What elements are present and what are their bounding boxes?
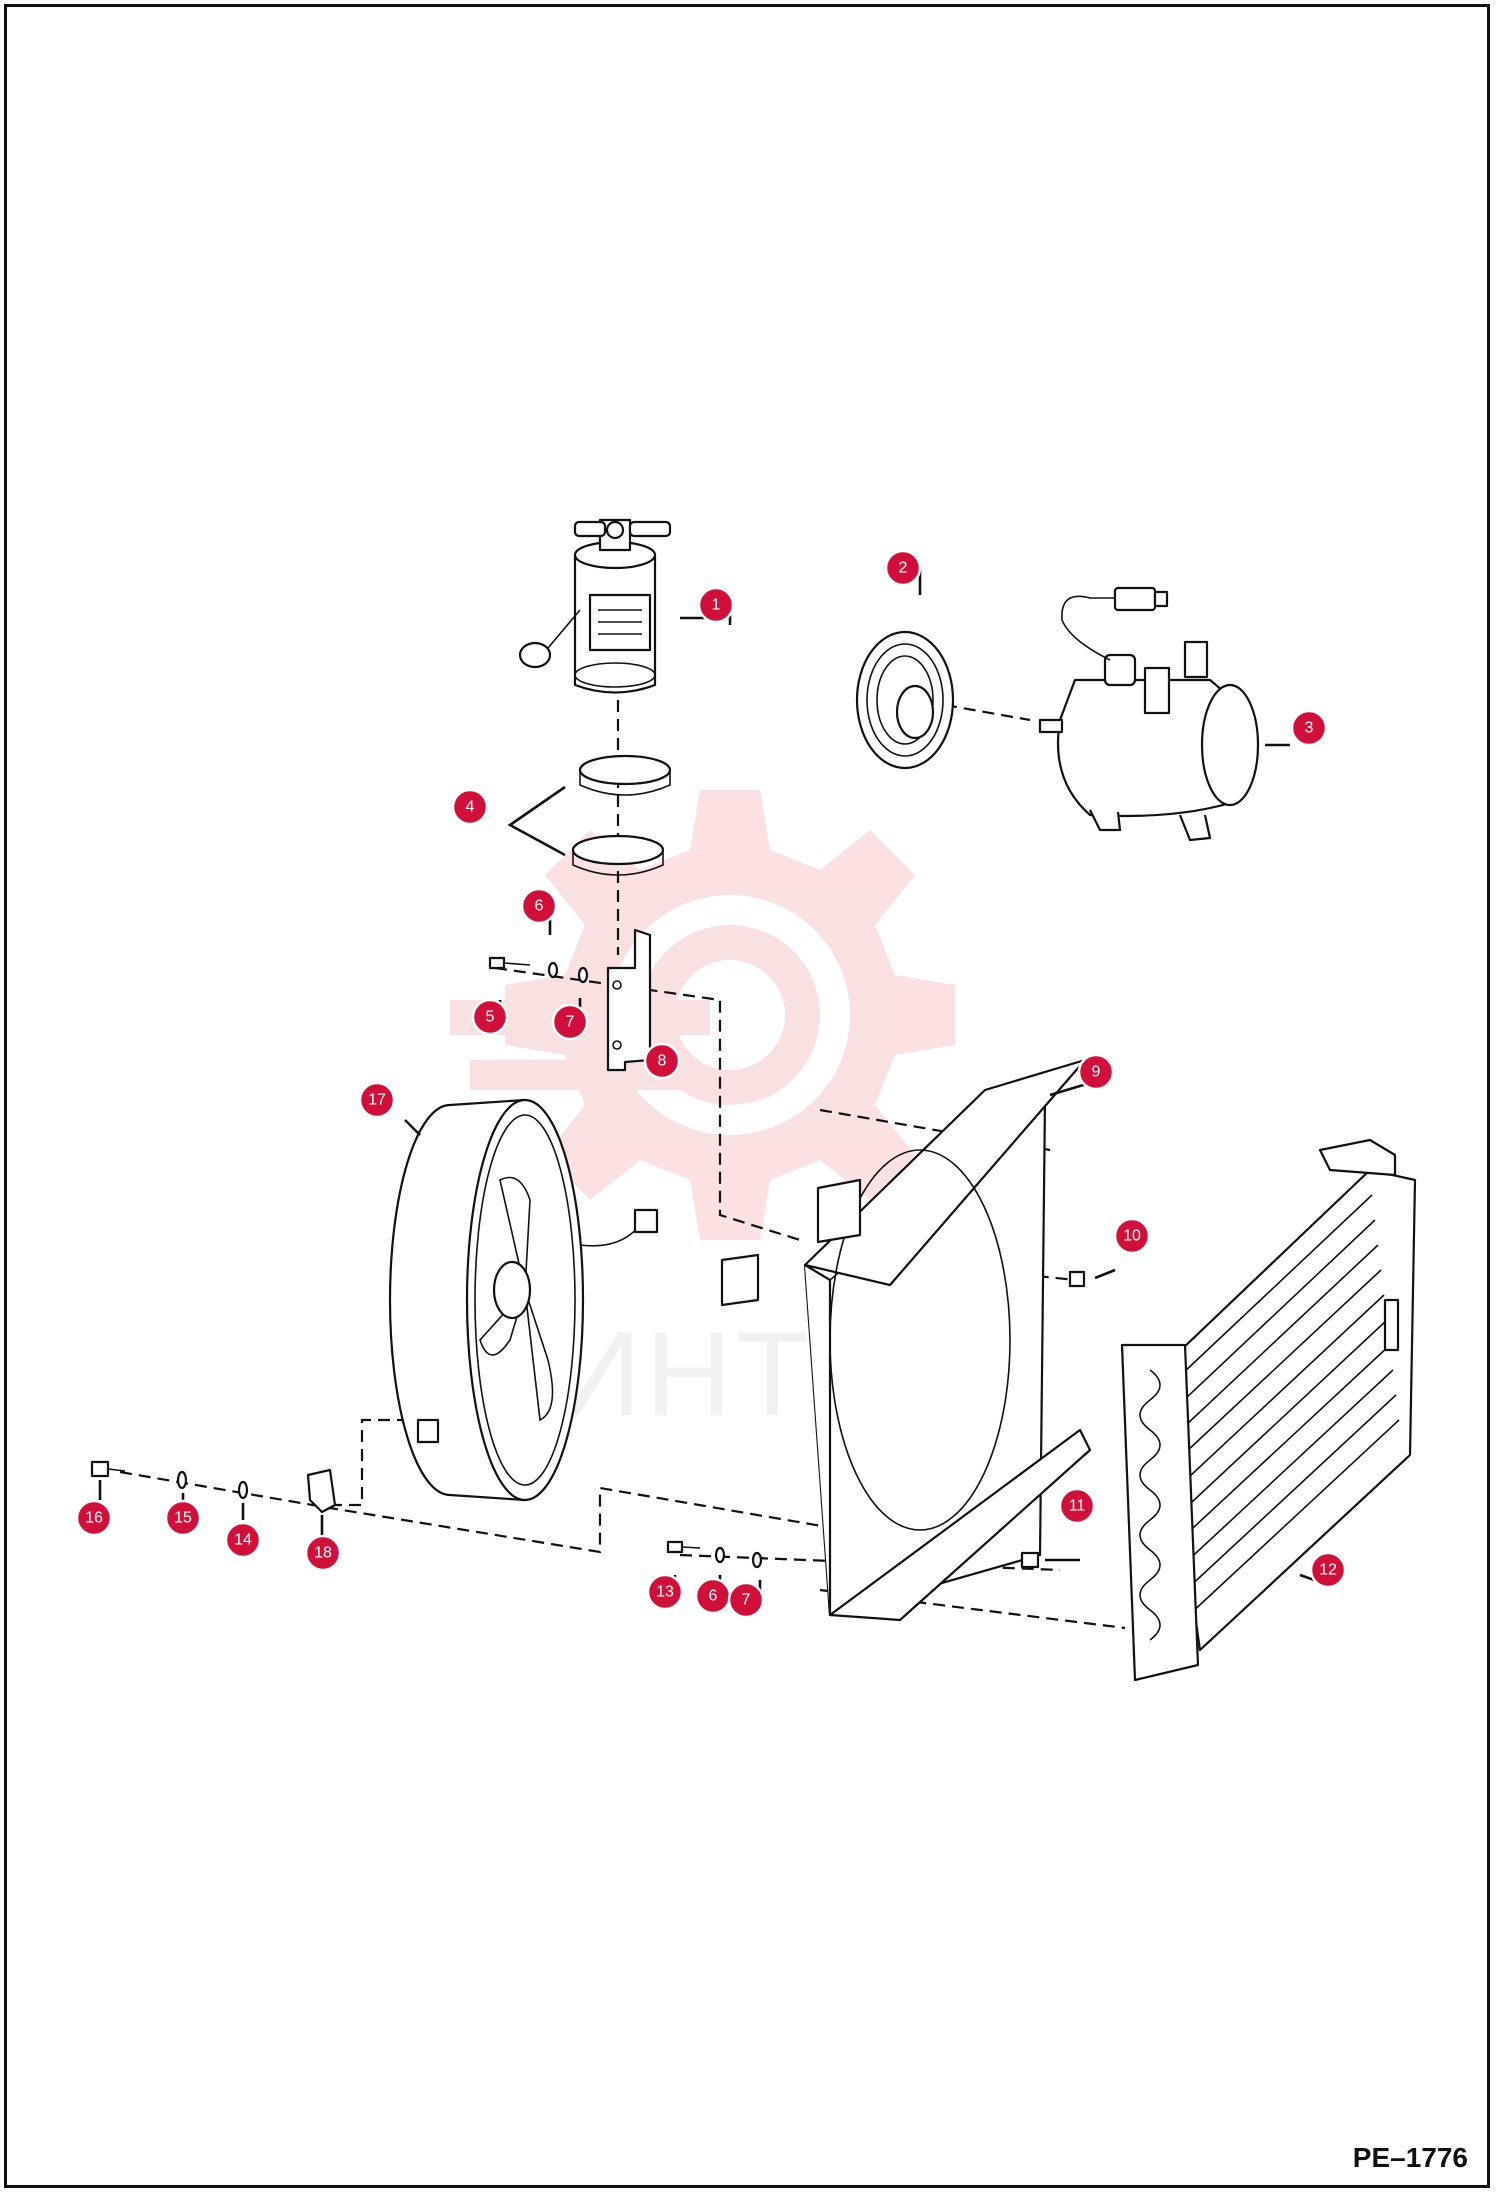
- callout-17[interactable]: 17: [358, 1081, 396, 1119]
- fan-assembly: [388, 1098, 659, 1502]
- callout-10[interactable]: 10: [1113, 1217, 1151, 1255]
- drawing-code: PE–1776: [1352, 2142, 1468, 2173]
- callout-16[interactable]: 16: [75, 1499, 113, 1537]
- svg-text:10: 10: [1123, 1228, 1141, 1245]
- svg-text:1: 1: [712, 597, 721, 614]
- receiver-drier: [518, 518, 672, 694]
- o-rings: [571, 754, 672, 876]
- svg-text:7: 7: [566, 1014, 575, 1031]
- svg-text:3: 3: [1305, 720, 1314, 737]
- svg-text:17: 17: [368, 1092, 386, 1109]
- svg-text:5: 5: [486, 1009, 495, 1026]
- svg-text:16: 16: [85, 1510, 103, 1527]
- callout-5[interactable]: 5: [471, 998, 509, 1036]
- callout-18[interactable]: 18: [304, 1534, 342, 1572]
- svg-text:9: 9: [1092, 1064, 1101, 1081]
- hardware-upper: [488, 956, 589, 984]
- callout-11[interactable]: 11: [1058, 1487, 1096, 1525]
- callout-badges: 1 2 3 4 5 6 7 8 9 10 11: [75, 549, 1347, 1619]
- svg-text:15: 15: [174, 1510, 192, 1527]
- callout-7-upper[interactable]: 7: [551, 1003, 589, 1041]
- callout-9[interactable]: 9: [1077, 1053, 1115, 1091]
- hardware-lower-mid: [666, 1540, 763, 1569]
- callout-2[interactable]: 2: [884, 549, 922, 587]
- hardware-lower-left: [90, 1460, 249, 1500]
- callout-6-lower[interactable]: 6: [694, 1577, 732, 1615]
- nuts: [1020, 1270, 1086, 1569]
- clutch-pulley: [855, 630, 955, 770]
- callout-15[interactable]: 15: [164, 1499, 202, 1537]
- callout-8[interactable]: 8: [643, 1042, 681, 1080]
- callout-13[interactable]: 13: [646, 1573, 684, 1611]
- svg-text:8: 8: [658, 1053, 667, 1070]
- callout-12[interactable]: 12: [1309, 1551, 1347, 1589]
- svg-text:11: 11: [1069, 1498, 1086, 1515]
- svg-text:6: 6: [535, 898, 544, 915]
- condenser: [1120, 1138, 1417, 1682]
- compressor: [1038, 586, 1260, 842]
- callout-4[interactable]: 4: [451, 788, 489, 826]
- fan-shroud: [720, 1058, 1092, 1622]
- callout-14[interactable]: 14: [224, 1521, 262, 1559]
- callout-7-lower[interactable]: 7: [727, 1581, 765, 1619]
- clip: [306, 1468, 337, 1514]
- svg-text:18: 18: [314, 1545, 332, 1562]
- svg-text:14: 14: [234, 1532, 252, 1549]
- callout-3[interactable]: 3: [1290, 709, 1328, 747]
- svg-text:12: 12: [1319, 1562, 1337, 1579]
- callout-1[interactable]: 1: [697, 586, 735, 624]
- condenser-fins: [1164, 1194, 1400, 1616]
- svg-text:2: 2: [899, 560, 908, 577]
- callout-6-upper[interactable]: 6: [520, 887, 558, 925]
- svg-text:13: 13: [656, 1584, 674, 1601]
- svg-text:7: 7: [742, 1592, 751, 1609]
- svg-text:6: 6: [709, 1588, 718, 1605]
- svg-text:4: 4: [466, 799, 475, 816]
